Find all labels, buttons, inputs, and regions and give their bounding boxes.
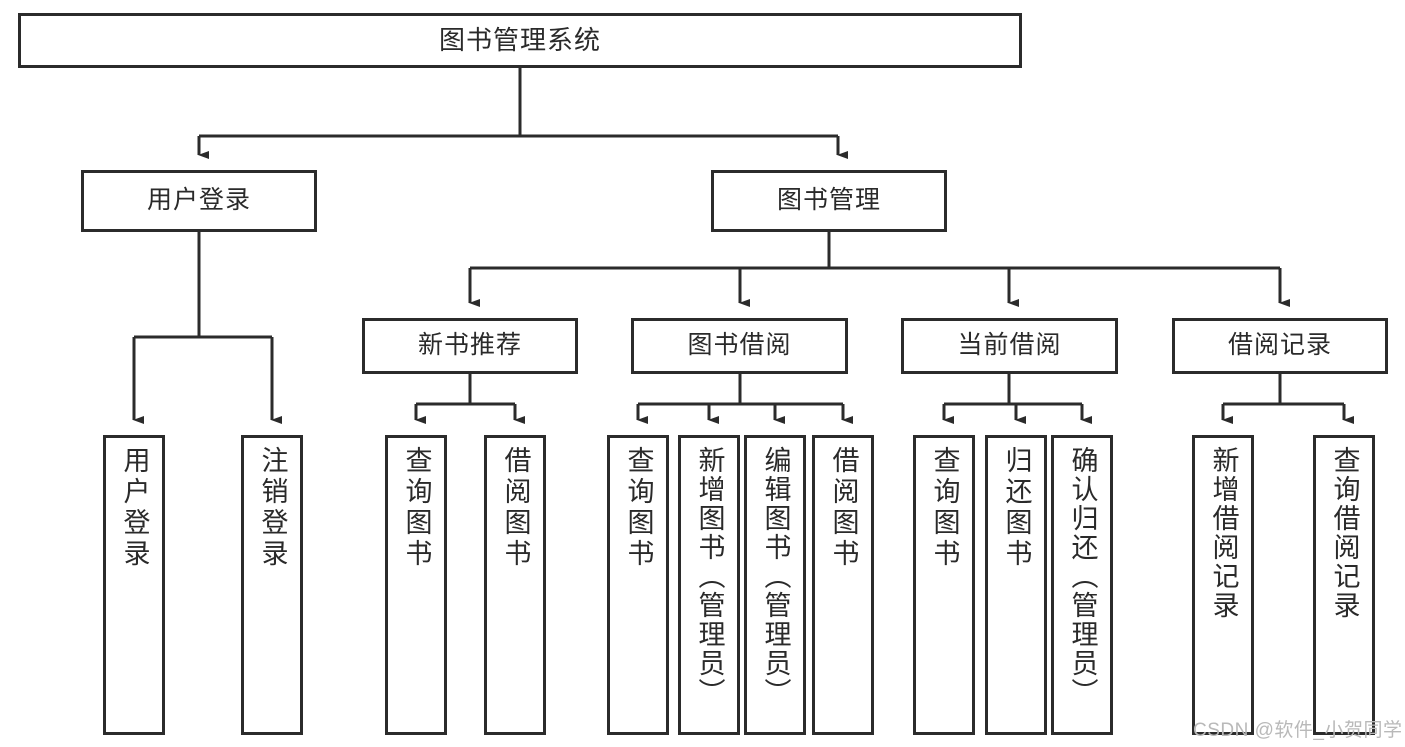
node-label: 借阅图书: [828, 446, 859, 570]
leaf-query-book-newbook[interactable]: 查询图书: [385, 435, 447, 735]
leaf-query-borrow-record[interactable]: 查询借阅记录: [1313, 435, 1375, 735]
node-label: 用户登录: [119, 446, 150, 570]
leaf-edit-book-admin[interactable]: 编辑图书（管理员）: [744, 435, 806, 735]
node-label: 查询图书: [929, 446, 960, 570]
node-label: 用户登录: [146, 186, 251, 215]
node-label: 归还图书: [1001, 446, 1032, 570]
node-new-book-recommend[interactable]: 新书推荐: [362, 318, 578, 374]
node-label: 新书推荐: [417, 331, 522, 360]
node-book-borrow[interactable]: 图书借阅: [631, 318, 848, 374]
leaf-user-login[interactable]: 用户登录: [103, 435, 165, 735]
leaf-confirm-return-admin[interactable]: 确认归还（管理员）: [1051, 435, 1113, 735]
leaf-add-borrow-record[interactable]: 新增借阅记录: [1192, 435, 1254, 735]
node-label: 当前借阅: [957, 331, 1062, 360]
node-label: 确认归还（管理员）: [1067, 446, 1098, 707]
node-label: 借阅图书: [500, 446, 531, 570]
leaf-return-book[interactable]: 归还图书: [985, 435, 1047, 735]
node-label: 注销登录: [257, 446, 288, 570]
node-label: 图书借阅: [687, 331, 792, 360]
csdn-watermark: CSDN @软件_小贺同学: [1193, 720, 1403, 741]
node-label: 新增图书（管理员）: [694, 446, 725, 707]
node-label: 图书管理系统: [438, 25, 601, 56]
leaf-borrow-book[interactable]: 借阅图书: [812, 435, 874, 735]
node-label: 查询借阅记录: [1329, 446, 1360, 620]
node-label: 编辑图书（管理员）: [760, 446, 791, 707]
node-root-system[interactable]: 图书管理系统: [18, 13, 1022, 68]
node-user-login[interactable]: 用户登录: [81, 170, 317, 232]
node-label: 查询图书: [401, 446, 432, 570]
node-label: 借阅记录: [1227, 331, 1332, 360]
node-current-borrow[interactable]: 当前借阅: [901, 318, 1118, 374]
node-label: 图书管理: [776, 186, 881, 215]
leaf-borrow-book-newbook[interactable]: 借阅图书: [484, 435, 546, 735]
leaf-query-book-current[interactable]: 查询图书: [913, 435, 975, 735]
leaf-logout[interactable]: 注销登录: [241, 435, 303, 735]
node-book-management[interactable]: 图书管理: [711, 170, 947, 232]
node-borrow-record[interactable]: 借阅记录: [1172, 318, 1388, 374]
node-label: 查询图书: [623, 446, 654, 570]
leaf-query-book-borrow[interactable]: 查询图书: [607, 435, 669, 735]
leaf-add-book-admin[interactable]: 新增图书（管理员）: [678, 435, 740, 735]
node-label: 新增借阅记录: [1208, 446, 1239, 620]
